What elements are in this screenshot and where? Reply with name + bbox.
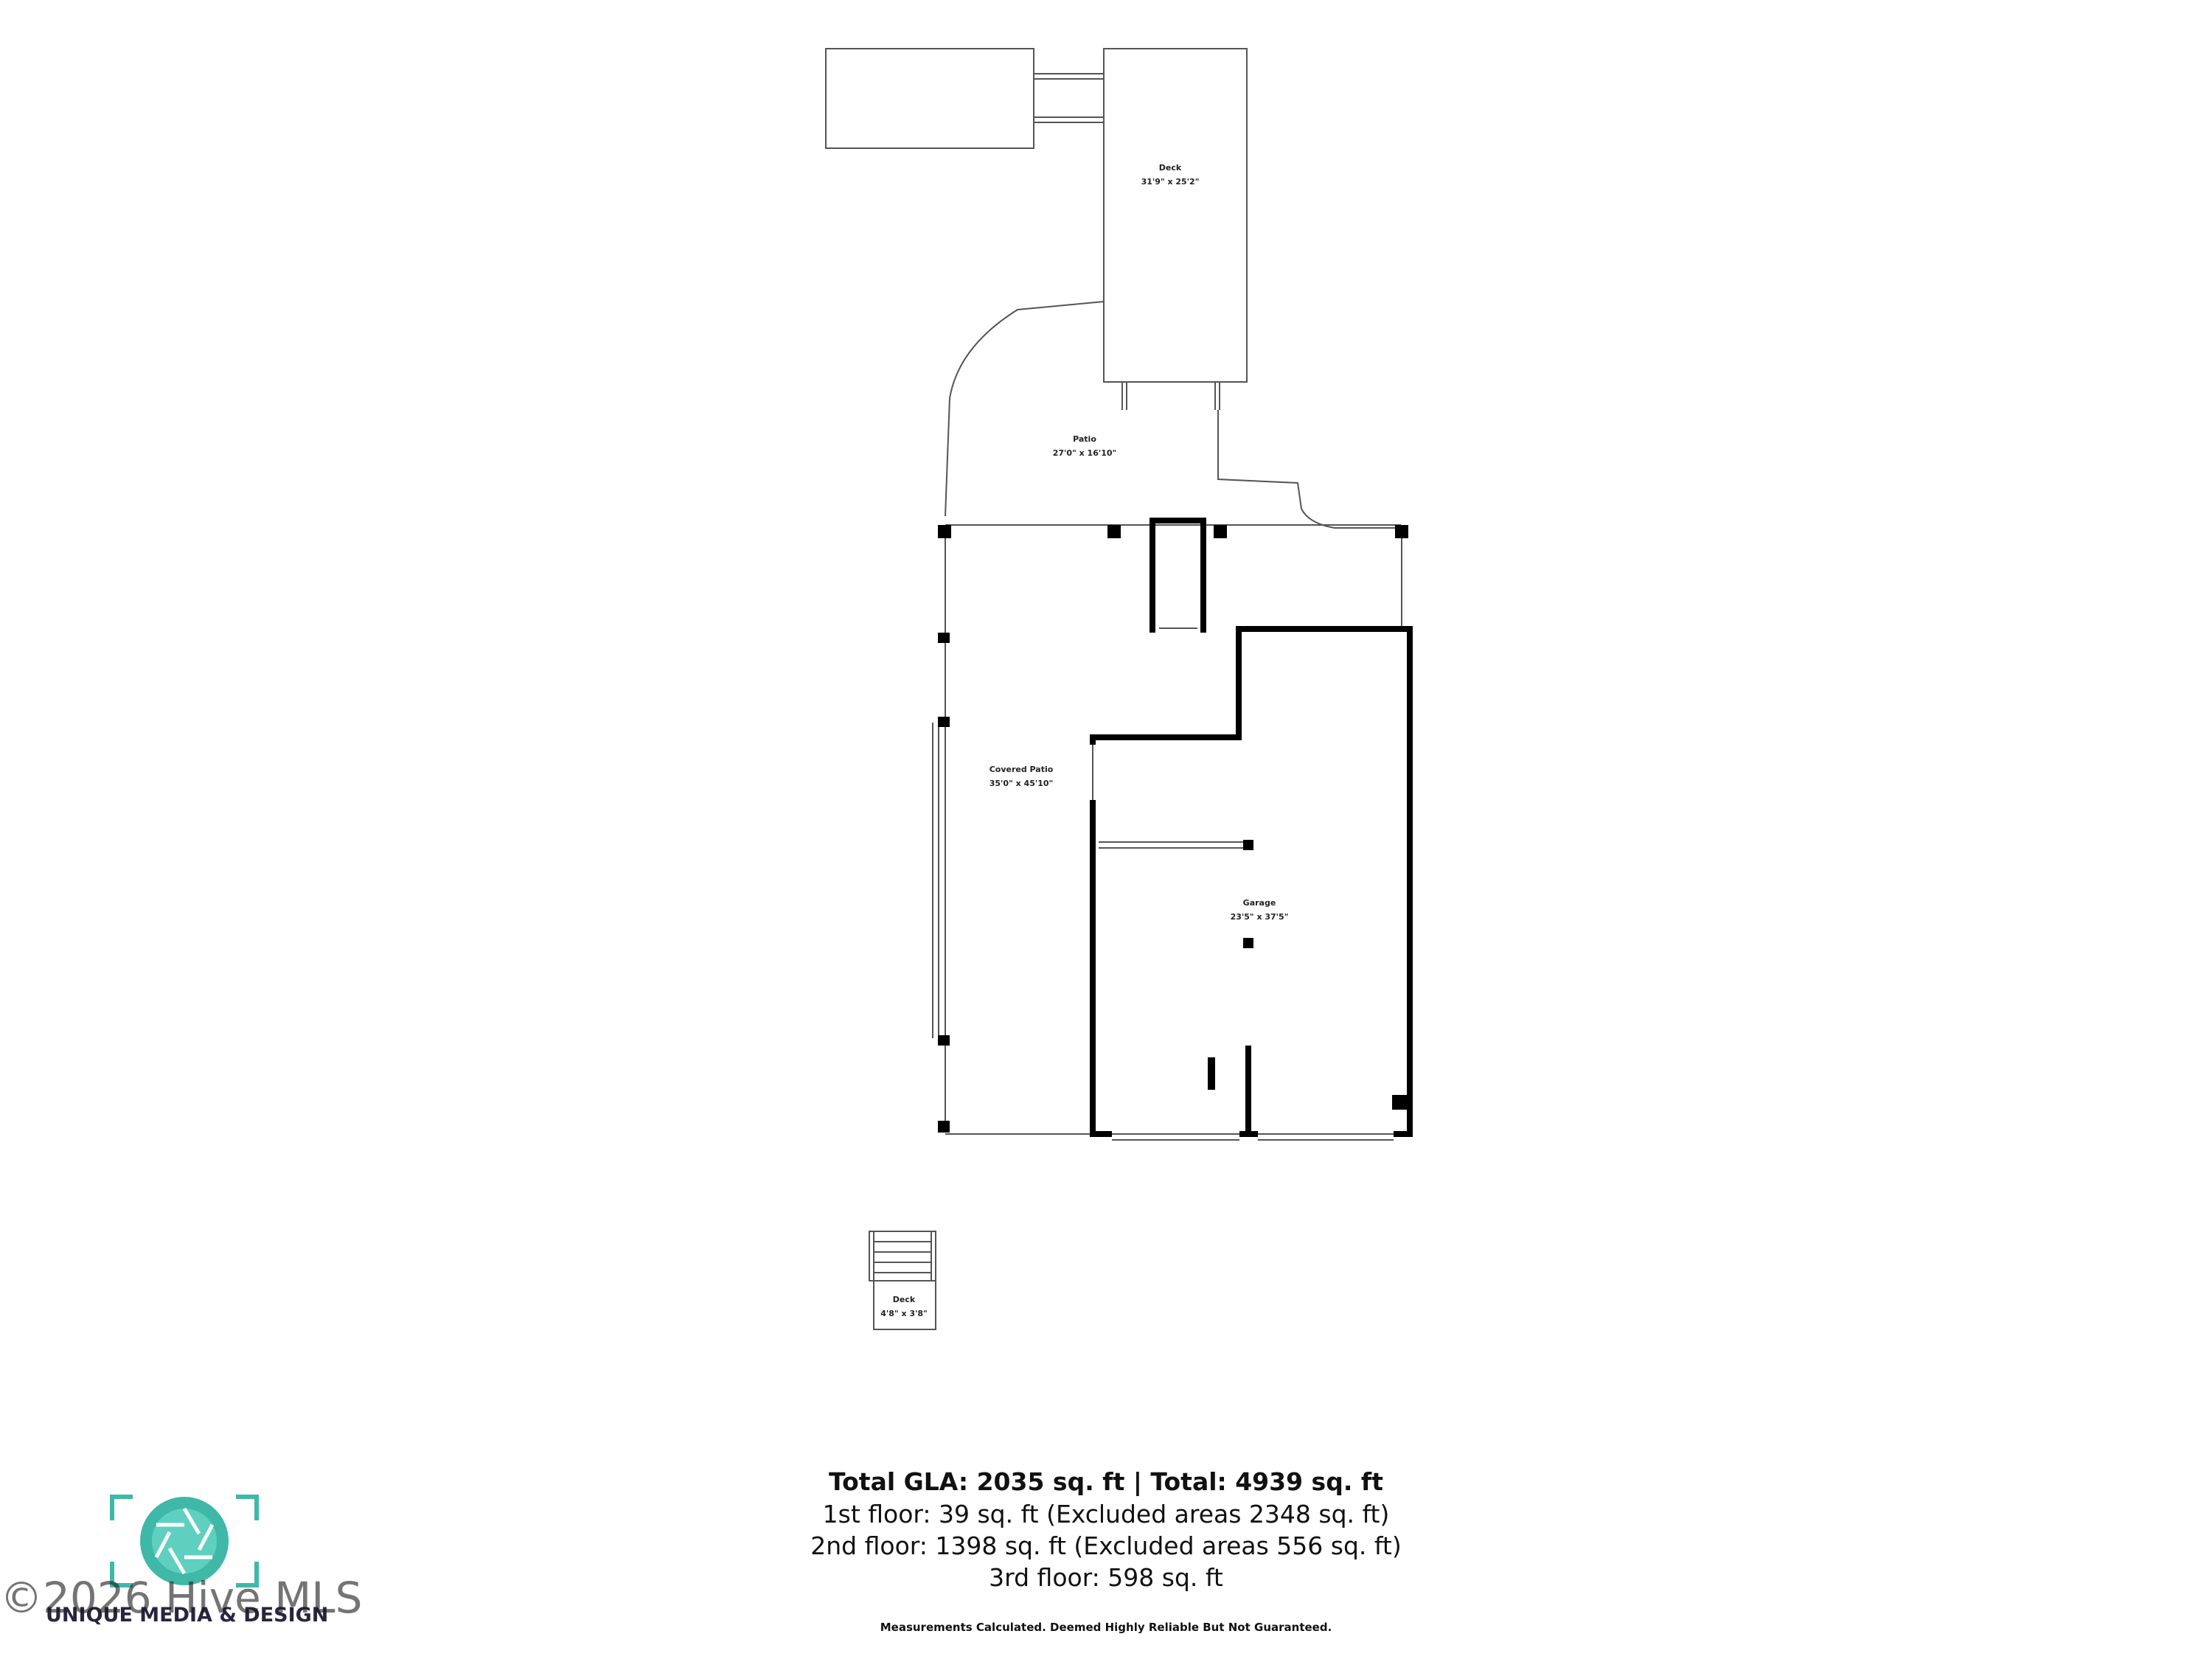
deck-small-outline [869,1231,936,1330]
patio-label: Patio [1073,434,1096,444]
floor-3-area: 3rd floor: 598 sq. ft [989,1563,1223,1592]
total-area: Total GLA: 2035 sq. ft | Total: 4939 sq.… [829,1467,1383,1496]
patio-columns [938,525,1408,1133]
deck-small-dims: 4'8" x 3'8" [880,1309,928,1318]
floor-1-area: 1st floor: 39 sq. ft (Excluded areas 234… [822,1500,1390,1528]
covered-patio-label: Covered Patio [990,765,1054,774]
floor-2-area: 2nd floor: 1398 sq. ft (Excluded areas 5… [810,1531,1402,1560]
copyright-watermark: ©2026 Hive MLS [0,1573,363,1623]
deck-main-dims: 31'9" x 25'2" [1141,177,1200,187]
disclaimer: Measurements Calculated. Deemed Highly R… [880,1621,1332,1634]
garage-label: Garage [1243,898,1276,908]
deck-main [825,48,1248,410]
deck-main-label: Deck [1159,163,1182,173]
garage-interior [1099,840,1407,1141]
covered-patio-outline [932,531,1402,1135]
chimney [1150,518,1206,633]
logo-text: UNIQUE MEDIA & DESIGN [46,1604,329,1627]
area-summary: Total GLA: 2035 sq. ft | Total: 4939 sq.… [737,1466,1475,1593]
patio-dims: 27'0" x 16'10" [1053,448,1117,458]
camera-aperture-icon [110,1495,259,1587]
garage-dims: 23'5" x 37'5" [1231,912,1289,922]
patio-outline [945,301,1401,529]
covered-patio-dims: 35'0" x 45'10" [990,779,1054,788]
deck-small-label: Deck [893,1295,916,1304]
garage-walls [1090,626,1413,1137]
